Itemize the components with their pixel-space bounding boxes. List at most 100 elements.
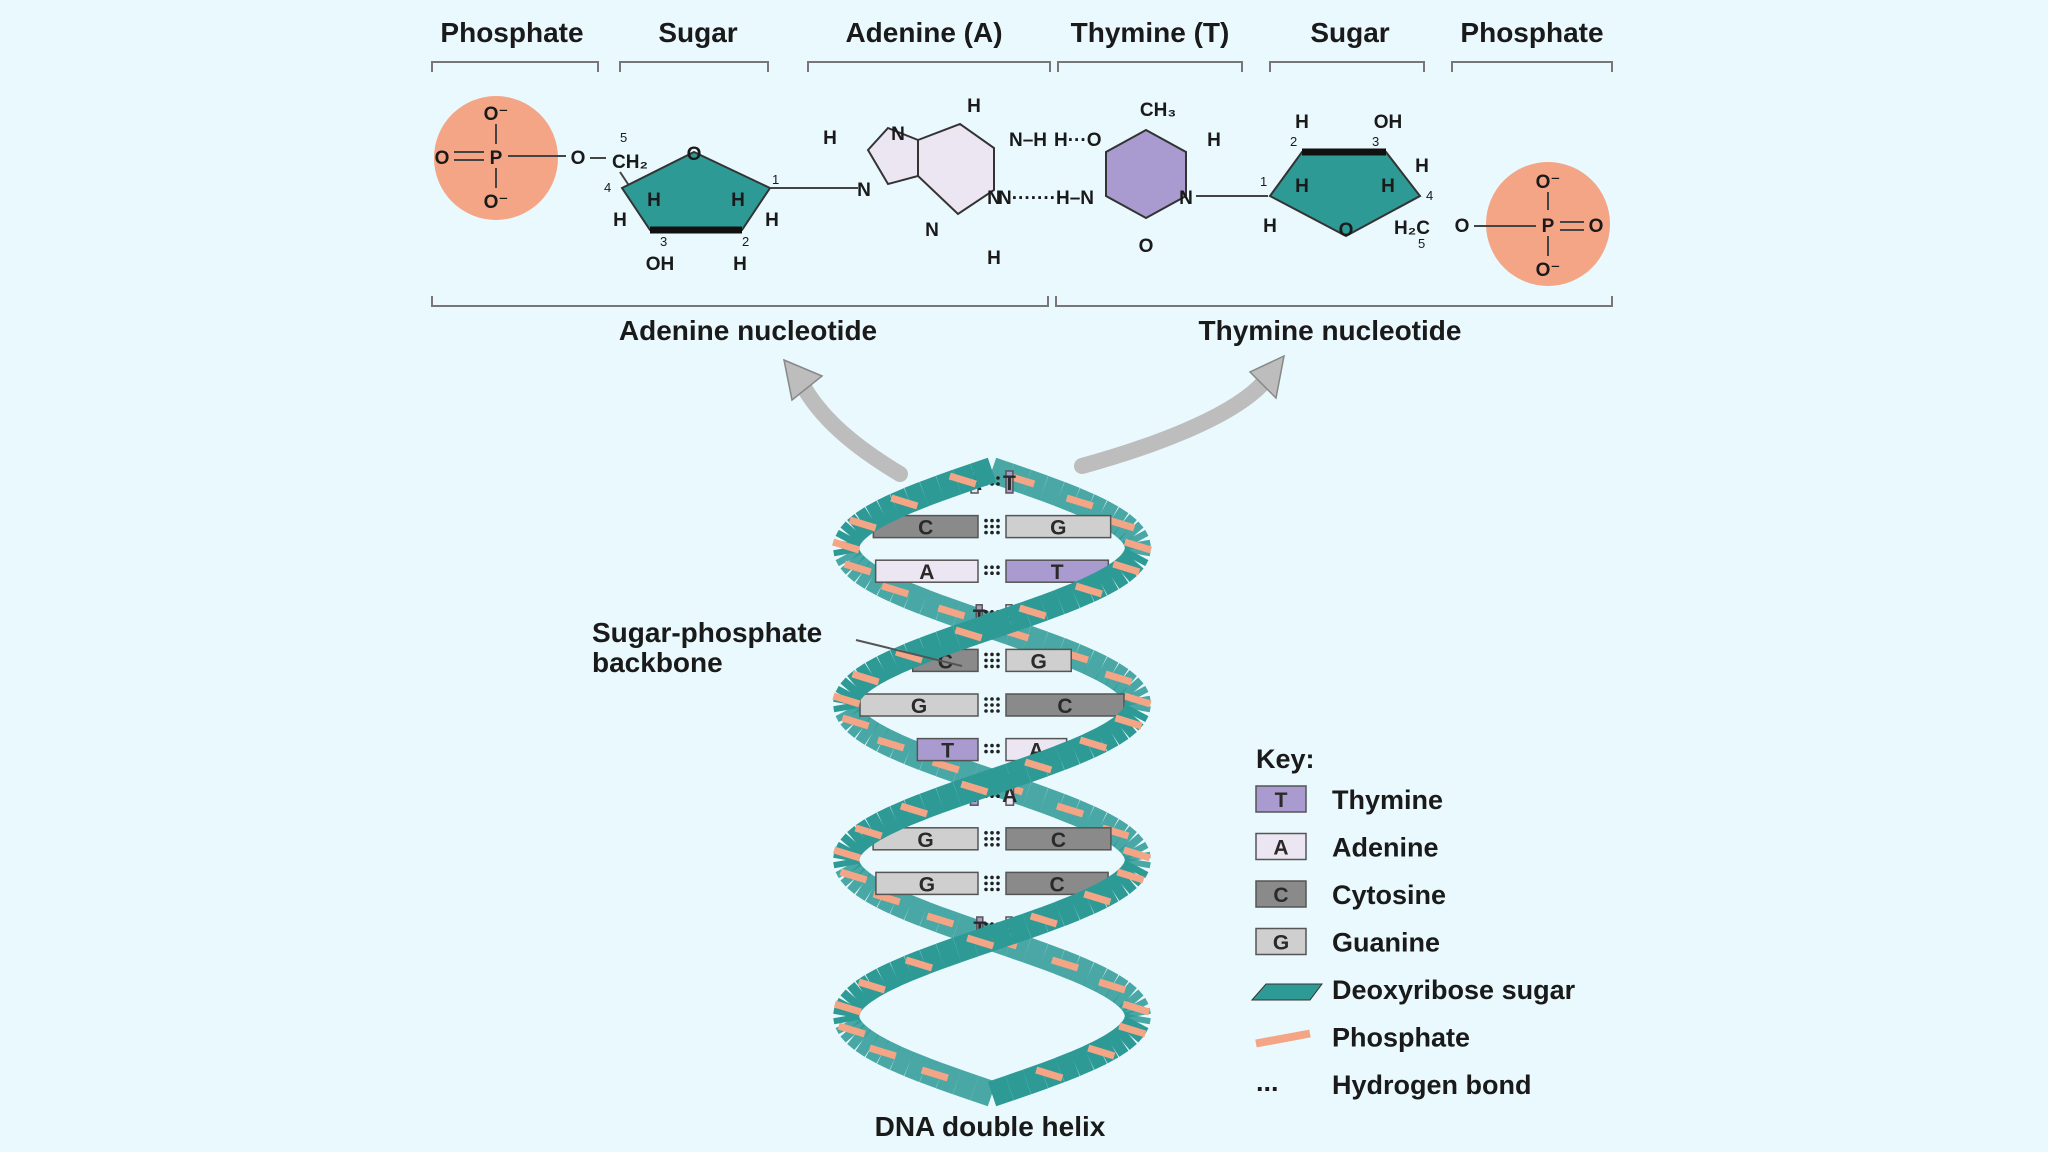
strand-1-segment <box>904 583 929 615</box>
strand-1-segment <box>865 812 889 842</box>
atom-o-right-b: O <box>1589 216 1604 237</box>
strand-1-segment <box>1069 734 1094 764</box>
bracket-sugar-right <box>1269 61 1425 72</box>
strand-1-segment <box>919 589 945 621</box>
phosphate-stripe <box>848 516 877 532</box>
base-letter-left: G <box>917 829 933 852</box>
phosphate-stripe <box>1123 538 1152 554</box>
strand-1-segment <box>1095 722 1119 752</box>
strand-0-segment <box>1105 873 1129 901</box>
helix-front-strand <box>832 457 1149 1107</box>
strand-0-segment <box>987 607 1014 639</box>
phosphate-stripe <box>1112 560 1141 576</box>
phosphate-stripe <box>1104 670 1133 686</box>
strand-1-segment <box>1039 745 1065 777</box>
strand-0-segment <box>890 956 915 986</box>
hydrogen-bond-dot <box>990 843 994 847</box>
hydrogen-bond-dot <box>984 518 988 523</box>
hydrogen-bond-dot <box>996 664 1000 669</box>
backbone-label-line1: Sugar-phosphate <box>592 617 822 648</box>
phosphate-stripe <box>1035 1066 1064 1082</box>
strand-0-segment <box>865 656 889 686</box>
strand-0-segment <box>1122 859 1149 879</box>
hydrogen-bond-dot <box>990 743 994 748</box>
bracket-thymine <box>1057 61 1243 72</box>
base-letter-right: T <box>1003 472 1016 495</box>
atom-n-ade-3: N <box>925 220 939 241</box>
strand-1-segment <box>1124 1013 1151 1025</box>
bracket-sugar-left <box>619 61 769 72</box>
hydrogen-bond-dot <box>996 709 1000 713</box>
atom-h-left-5: H <box>733 254 747 275</box>
base-C <box>1005 693 1125 717</box>
atom-n-ade-1: N <box>857 180 871 201</box>
hydrogen-bond-dot <box>990 530 994 535</box>
strand-0-segment <box>1122 529 1149 549</box>
strand-0-segment <box>1095 566 1119 596</box>
atom-o-ring-right: O <box>1339 220 1354 241</box>
strand-1-segment <box>987 763 1014 795</box>
base-letter-left: T <box>941 740 954 763</box>
hydrogen-bond-dot <box>984 610 988 614</box>
phosphate-stripe <box>1122 846 1151 862</box>
hydrogen-bond-dot <box>996 837 1000 841</box>
hydrogen-bond-dot <box>984 709 988 713</box>
strand-0-segment <box>1118 833 1144 857</box>
component-headers: Phosphate Sugar Adenine (A) Thymine (T) … <box>440 17 1603 48</box>
ring-num-4-left: 4 <box>604 180 611 195</box>
hydrogen-bond-dot <box>990 697 994 701</box>
phosphate-stripe <box>954 626 983 642</box>
strand-1-segment <box>835 529 862 549</box>
atom-h-thy-1: H <box>1207 130 1221 151</box>
ring-num-3-left: 3 <box>660 234 667 249</box>
strand-0-segment <box>1095 878 1119 908</box>
phosphate-stripe <box>1079 736 1108 752</box>
hydrogen-bond-dot <box>996 749 1000 754</box>
key-sugar-swatch <box>1250 983 1323 1001</box>
strand-1-segment <box>919 787 945 819</box>
key-swatch <box>1255 927 1307 956</box>
hydrogen-bond-dot <box>990 703 994 707</box>
strand-0-segment <box>847 669 872 697</box>
strand-0-segment <box>1124 857 1151 869</box>
header-phosphate-left: Phosphate <box>440 17 583 48</box>
strand-0-segment <box>833 1013 860 1025</box>
hydrogen-bond-dot <box>996 843 1000 847</box>
bracket-adenine-nucleotide <box>431 296 1049 307</box>
strand-1-segment <box>1112 981 1137 1009</box>
strand-1-segment <box>840 521 866 545</box>
strand-0-segment <box>1112 867 1137 895</box>
strand-0-segment <box>840 677 866 701</box>
phosphate-stripe <box>1050 956 1080 972</box>
arrow-to-thymine-shaft <box>1074 374 1272 474</box>
phosphate-stripe <box>1029 912 1058 928</box>
key-hbond-swatch: ... <box>1256 1067 1279 1097</box>
header-sugar-right: Sugar <box>1310 17 1389 48</box>
phosphate-stripe <box>1065 494 1094 510</box>
atom-h2c-right: H₂C <box>1394 218 1430 239</box>
hydrogen-bond-dot <box>996 482 1000 486</box>
hydrogen-bond-dot <box>984 843 988 847</box>
key-label: Deoxyribose sugar <box>1332 975 1576 1005</box>
base-letter-right: G <box>1050 517 1066 540</box>
strand-1-segment <box>935 469 962 501</box>
strand-0-segment <box>1105 561 1129 589</box>
phosphate-stripe <box>1114 714 1143 730</box>
strand-1-segment <box>855 873 879 901</box>
hydrogen-bond-dot <box>990 524 994 529</box>
strand-0-segment <box>1005 913 1032 945</box>
hydrogen-bond-dot <box>996 743 1000 748</box>
hydrogen-bond-dot <box>984 565 988 569</box>
strand-0-segment <box>904 1051 929 1083</box>
strand-1-segment <box>835 859 862 879</box>
strand-0-segment <box>877 650 901 680</box>
strand-0-segment <box>952 931 979 963</box>
phosphate-stripe <box>920 1066 949 1082</box>
hydrogen-bond-dot <box>996 881 1000 886</box>
phosphate-stripe <box>872 890 901 906</box>
atom-n-thy-1: N <box>1179 188 1193 209</box>
strand-1-segment <box>840 833 866 857</box>
